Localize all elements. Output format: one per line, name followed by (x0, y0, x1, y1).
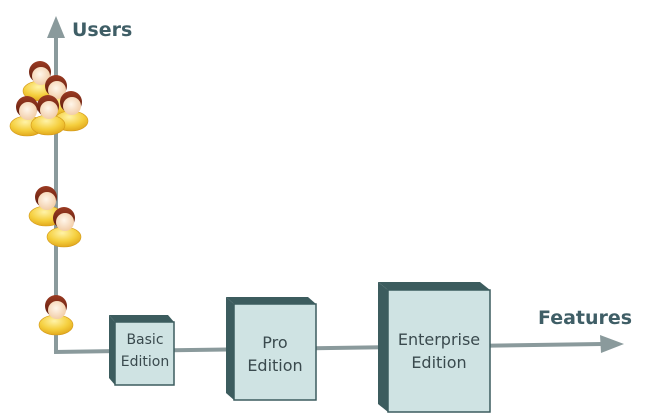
edition-box-basic-side (109, 315, 115, 385)
edition-label-pro-line2: Edition (247, 356, 302, 375)
edition-box-basic: Basic Edition (109, 315, 175, 386)
user-icon (38, 295, 74, 336)
edition-label-enterprise-line2: Edition (411, 353, 466, 372)
edition-label-pro-line1: Pro (262, 333, 287, 352)
user-icon (30, 95, 66, 136)
edition-box-basic-front (114, 321, 175, 386)
edition-box-pro-front (233, 303, 317, 401)
user-icons (9, 61, 89, 336)
edition-label-basic-line1: Basic (126, 332, 163, 348)
edition-label-basic-line2: Edition (121, 354, 169, 370)
edition-box-enterprise-side (378, 282, 388, 412)
user-icon (46, 207, 82, 248)
x-axis-label: Features (538, 307, 632, 329)
user-icon (28, 186, 64, 227)
edition-box-enterprise-front (387, 289, 491, 413)
edition-label-enterprise-line1: Enterprise (398, 330, 480, 349)
y-axis-label: Users (72, 19, 132, 41)
edition-box-pro: Pro Edition (226, 297, 317, 401)
edition-box-basic-top (109, 315, 174, 322)
edition-box-pro-side (226, 297, 234, 400)
y-axis-arrow-head (47, 16, 65, 38)
x-axis-arrow-head (600, 335, 624, 353)
edition-box-pro-top (226, 297, 316, 304)
edition-box-enterprise: Enterprise Edition (378, 282, 491, 413)
edition-box-enterprise-top (378, 282, 490, 290)
